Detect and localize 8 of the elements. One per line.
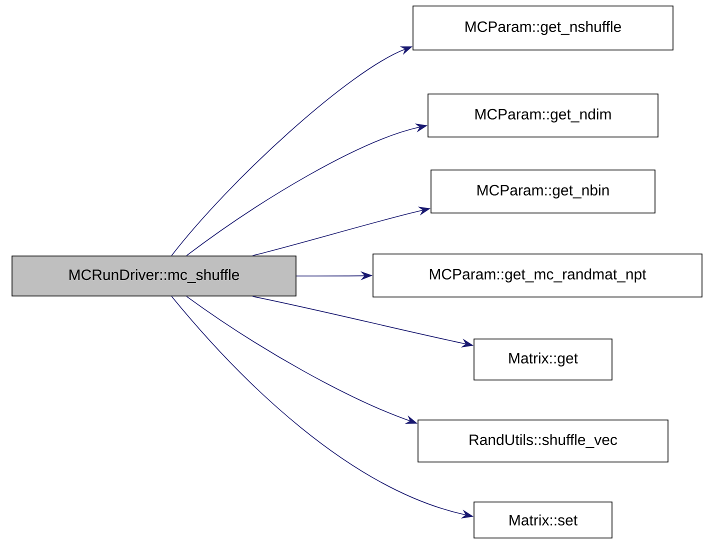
function-box: MCParam::get_nshuffle (412, 6, 674, 50)
function-box: RandUtils::shuffle_vec (418, 420, 668, 462)
function-box: Matrix::set (474, 502, 612, 538)
function-box: MCParam::get_mc_randmat_npt (372, 254, 702, 298)
function-box: MCParam::get_nbin (430, 170, 656, 214)
function-box: MCParam::get_ndim (428, 94, 658, 138)
caller-box: MCRunDriver::mc_shuffle (12, 256, 296, 296)
function-box: Matrix::get (474, 338, 612, 380)
